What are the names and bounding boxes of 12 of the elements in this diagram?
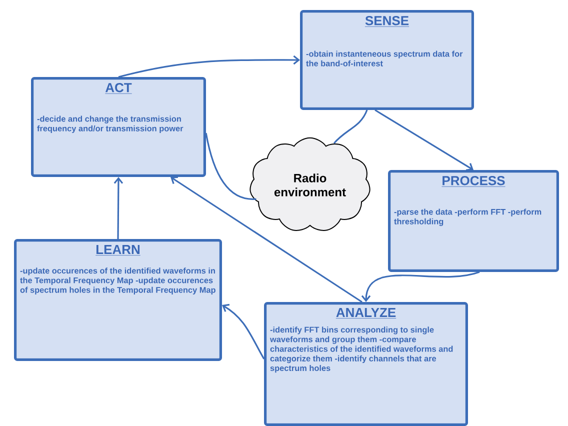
cloud: Radio environment [250, 137, 370, 231]
process-box: PROCESS -parse the data -perform FFT -perform thresholding [388, 170, 559, 272]
arrow [222, 304, 265, 360]
arrow [170, 176, 362, 303]
arrow [114, 177, 124, 239]
arrow [374, 109, 474, 171]
process-box: LEARN -update occurences of the identified waveforms in the Temporal Frequency Map -update occurences of spectrum holes in the Temporal Frequency Map [14, 239, 222, 361]
process-box: ANALYZE -identify FFT bins corresponding to single waveforms and group them -compare characteristics of the identified waveforms and categorize them -identify channels that are spectrum holes [264, 302, 468, 426]
arrow [361, 271, 480, 302]
process-box: ACT -decide and change the transmission frequency and/or transmission power [31, 77, 206, 177]
process-box: SENSE -obtain instanteneous spectrum data for the band-of-interest [300, 10, 474, 110]
arrow [118, 55, 300, 78]
